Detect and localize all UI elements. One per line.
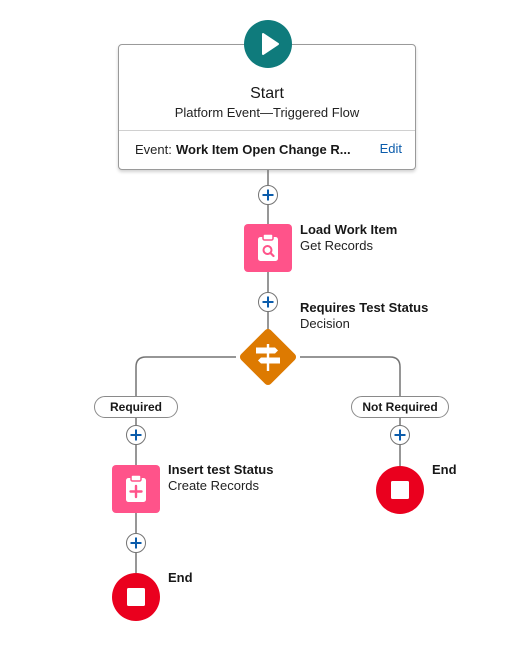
start-divider [119, 130, 415, 131]
add-element-button[interactable] [126, 425, 146, 445]
load-work-item-type: Get Records [300, 238, 373, 253]
load-work-item-node[interactable] [244, 224, 292, 272]
stop-icon [127, 588, 145, 606]
outcome-not-required-label[interactable]: Not Required [351, 396, 449, 418]
insert-test-status-title: Insert test Status [168, 462, 274, 477]
connector-decision-left [135, 356, 236, 396]
add-element-button[interactable] [258, 185, 278, 205]
decision-type: Decision [300, 316, 350, 331]
add-element-button[interactable] [390, 425, 410, 445]
outcome-required-label[interactable]: Required [94, 396, 178, 418]
end-left-title: End [168, 570, 193, 585]
end-node-left[interactable] [112, 573, 160, 621]
start-trigger-type: Platform Event—Triggered Flow [174, 105, 360, 120]
edit-event-link[interactable]: Edit [379, 141, 402, 156]
decision-node[interactable] [235, 324, 301, 390]
add-element-button[interactable] [126, 533, 146, 553]
connector-decision-right [300, 356, 401, 396]
add-element-button[interactable] [258, 292, 278, 312]
end-right-title: End [432, 462, 457, 477]
event-label: Event: [135, 142, 172, 157]
insert-test-status-node[interactable] [112, 465, 160, 513]
play-icon [262, 33, 279, 55]
start-title: Start [250, 85, 284, 102]
load-work-item-title: Load Work Item [300, 222, 398, 237]
signpost-icon [256, 344, 280, 371]
end-node-right[interactable] [376, 466, 424, 514]
stop-icon [391, 481, 409, 499]
insert-test-status-type: Create Records [168, 478, 260, 493]
decision-title: Requires Test Status [300, 300, 429, 315]
clipboard-search-icon [258, 233, 278, 261]
clipboard-plus-icon [126, 474, 146, 502]
start-node-circle[interactable] [244, 20, 292, 68]
